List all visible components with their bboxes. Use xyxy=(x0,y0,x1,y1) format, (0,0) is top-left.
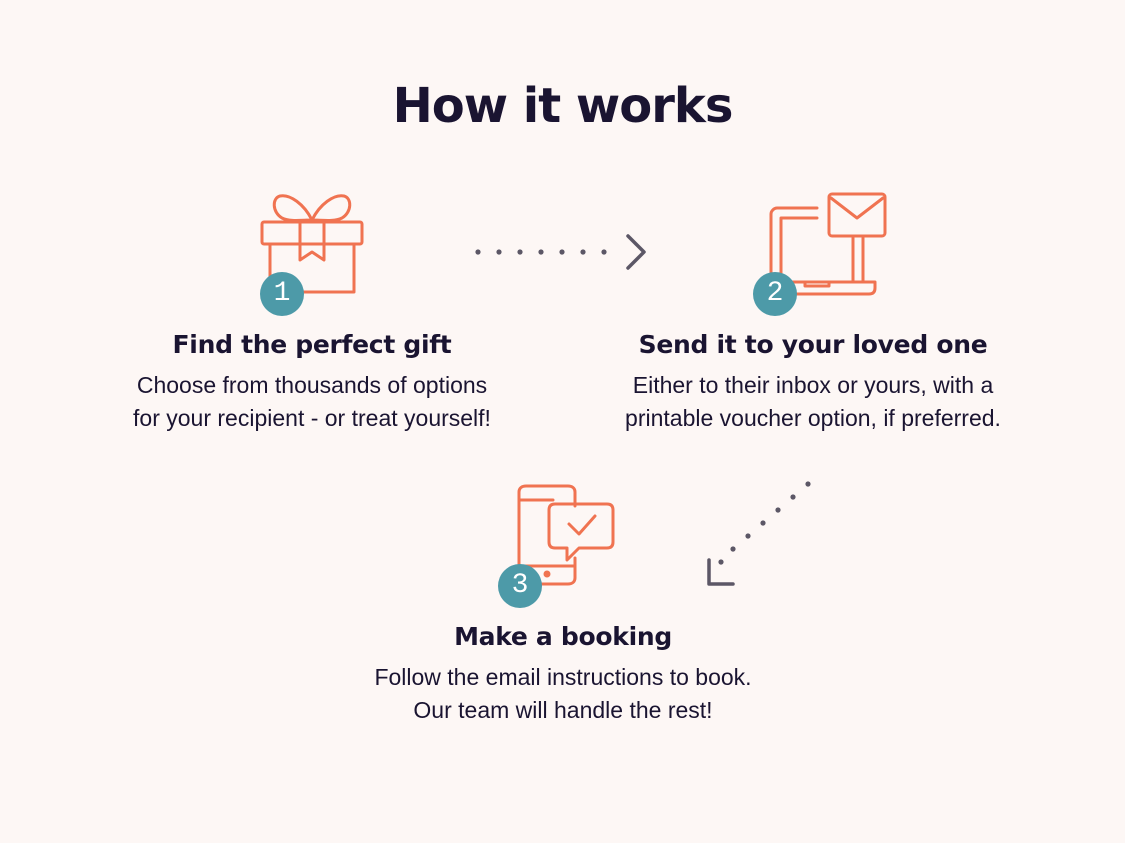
dotted-arrow-right-icon xyxy=(475,234,646,270)
step-description: Choose from thousands of options for you… xyxy=(133,372,491,431)
page-title: How it works xyxy=(392,78,734,134)
step-send-gift: 2 Send it to your loved one Either to th… xyxy=(563,190,1063,435)
laptop-email-icon xyxy=(757,192,887,296)
step-find-gift: 1 Find the perfect gift Choose from thou… xyxy=(62,190,562,435)
step-number-badge: 1 xyxy=(260,272,304,316)
step-make-booking: 3 Make a booking Follow the email instru… xyxy=(313,482,813,727)
step-number-badge: 2 xyxy=(753,272,797,316)
step-number-badge: 3 xyxy=(498,564,542,608)
step-description: Either to their inbox or yours, with a p… xyxy=(625,372,1001,431)
dotted-arrow-down-left-icon xyxy=(707,481,811,586)
gift-icon xyxy=(260,194,364,294)
step-heading: Make a booking xyxy=(454,622,672,651)
step-description: Follow the email instructions to book. O… xyxy=(374,664,752,723)
phone-message-icon xyxy=(517,484,615,586)
step-heading: Find the perfect gift xyxy=(172,330,452,359)
step-heading: Send it to your loved one xyxy=(638,330,988,359)
